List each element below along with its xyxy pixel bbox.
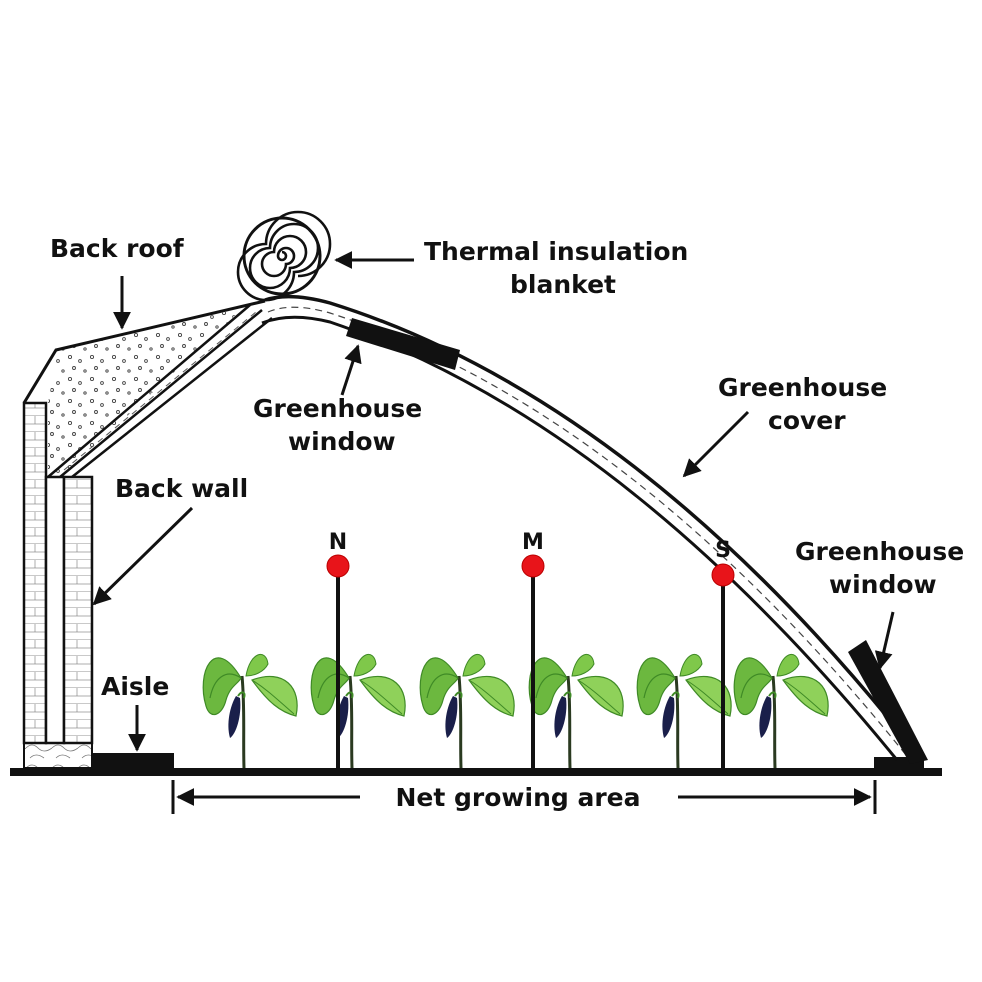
plant — [635, 652, 733, 770]
back-wall-inner — [62, 475, 94, 745]
sensor-m: M — [521, 530, 545, 768]
label-front-window-line1: Greenhouse — [795, 537, 964, 566]
greenhouse-cover-truss — [267, 306, 911, 761]
sensor-dot — [711, 563, 735, 587]
plant — [418, 652, 516, 770]
plant — [309, 652, 407, 770]
greenhouse-cover-inner — [261, 315, 899, 761]
rafter-line-2 — [59, 309, 263, 478]
back-wall-outer — [22, 401, 48, 745]
front-window — [848, 640, 928, 764]
sensor-label: S — [715, 538, 731, 563]
plants — [201, 652, 830, 770]
label-top-window-line2: window — [288, 427, 396, 456]
label-back-wall: Back wall — [115, 474, 248, 503]
top-window — [346, 318, 460, 370]
label-net-growing-area: Net growing area — [395, 783, 640, 812]
arrow-back-wall — [92, 506, 194, 606]
plant — [732, 652, 830, 770]
sensor-label: N — [329, 530, 347, 555]
label-thermal-blanket-line1: Thermal insulation — [424, 237, 688, 266]
front-footing — [874, 757, 924, 768]
aisle-slab — [92, 753, 174, 768]
arrow-front-window — [874, 611, 895, 670]
sensor-dot — [326, 554, 350, 578]
sensor-n: N — [326, 530, 350, 768]
rafter-hatch — [63, 311, 257, 471]
label-front-window-line2: window — [829, 570, 937, 599]
plant — [201, 652, 299, 770]
back-roof-edge — [22, 299, 266, 404]
arrow-top-window — [340, 344, 362, 396]
wall-foundation — [23, 742, 93, 769]
sensor-dot — [521, 554, 545, 578]
greenhouse-cover-outer — [264, 294, 924, 762]
rafter-line-1 — [47, 304, 251, 478]
sensor-s: S — [711, 538, 735, 768]
label-aisle: Aisle — [101, 672, 169, 701]
back-wall-cavity — [44, 475, 66, 745]
rafter-line-3 — [71, 317, 273, 478]
thermal-blanket-roll — [236, 210, 332, 302]
arrow-cover — [682, 410, 750, 478]
label-thermal-blanket-line2: blanket — [510, 270, 616, 299]
ground-line — [10, 768, 942, 776]
sensor-label: M — [522, 530, 544, 555]
label-cover-line1: Greenhouse — [718, 373, 887, 402]
label-cover-line2: cover — [768, 406, 846, 435]
plant — [527, 652, 625, 770]
label-back-roof: Back roof — [50, 234, 185, 263]
label-top-window-line1: Greenhouse — [253, 394, 422, 423]
